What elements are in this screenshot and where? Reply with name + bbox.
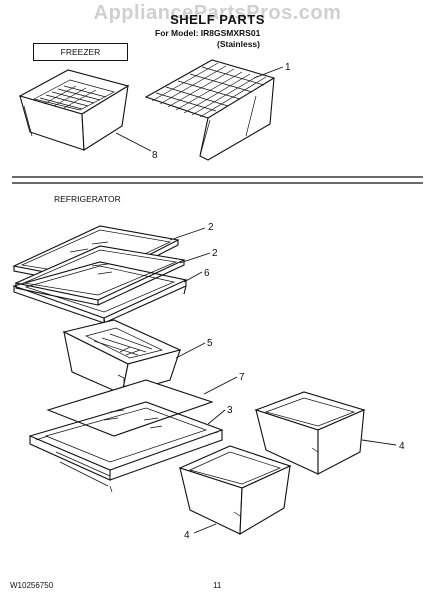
freezer-basket bbox=[18, 69, 130, 151]
callout-crisper-front: 4 bbox=[184, 530, 190, 541]
callout-wire-shelf: 1 bbox=[285, 62, 291, 73]
watermark: AppliancePartsPros.com bbox=[93, 2, 342, 24]
callout-crisper-cover-frame: 3 bbox=[227, 405, 233, 416]
crisper-drawer-right bbox=[254, 391, 366, 475]
model-finish: (Stainless) bbox=[217, 39, 260, 49]
callout-deli-drawer: 5 bbox=[207, 338, 213, 349]
crisper-cover-frame bbox=[28, 401, 224, 493]
callout-freezer-basket: 8 bbox=[152, 150, 158, 161]
crisper-glass-insert bbox=[46, 379, 214, 437]
freezer-section-label: FREEZER bbox=[33, 43, 128, 61]
glass-shelf-second bbox=[14, 245, 186, 306]
callout-glass-shelf-second: 2 bbox=[212, 248, 218, 259]
callout-crisper-right: 4 bbox=[399, 441, 405, 452]
crisper-drawer-front bbox=[178, 445, 292, 535]
wire-freezer-shelf bbox=[144, 59, 276, 161]
page-number: 11 bbox=[213, 581, 222, 590]
callout-shelf-frame: 6 bbox=[204, 268, 210, 279]
callout-crisper-glass: 7 bbox=[239, 372, 245, 383]
page-title: SHELF PARTS bbox=[170, 12, 265, 27]
model-number: For Model: IR8GSMXRS01 bbox=[155, 28, 261, 38]
leader-lines bbox=[115, 66, 397, 534]
deli-drawer bbox=[62, 319, 182, 395]
callout-glass-shelf-top: 2 bbox=[208, 222, 214, 233]
document-number: W10256750 bbox=[10, 581, 54, 590]
shelf-frame bbox=[12, 261, 188, 331]
refrigerator-section-label: REFRIGERATOR bbox=[54, 194, 121, 204]
